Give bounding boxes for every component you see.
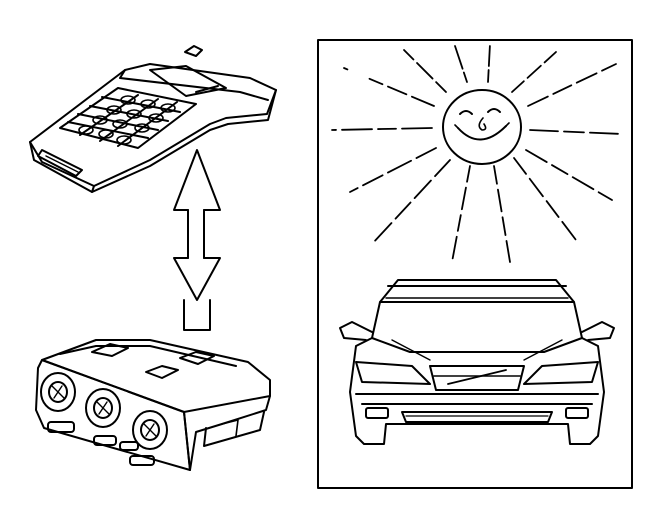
scene-frame [317,39,633,489]
climate-control-panel [35,339,271,471]
handheld-tester [29,45,277,193]
bidirectional-arrow [173,149,221,331]
sun-with-face [442,89,522,165]
car-front-view [339,279,615,445]
sun-rays [331,43,623,263]
